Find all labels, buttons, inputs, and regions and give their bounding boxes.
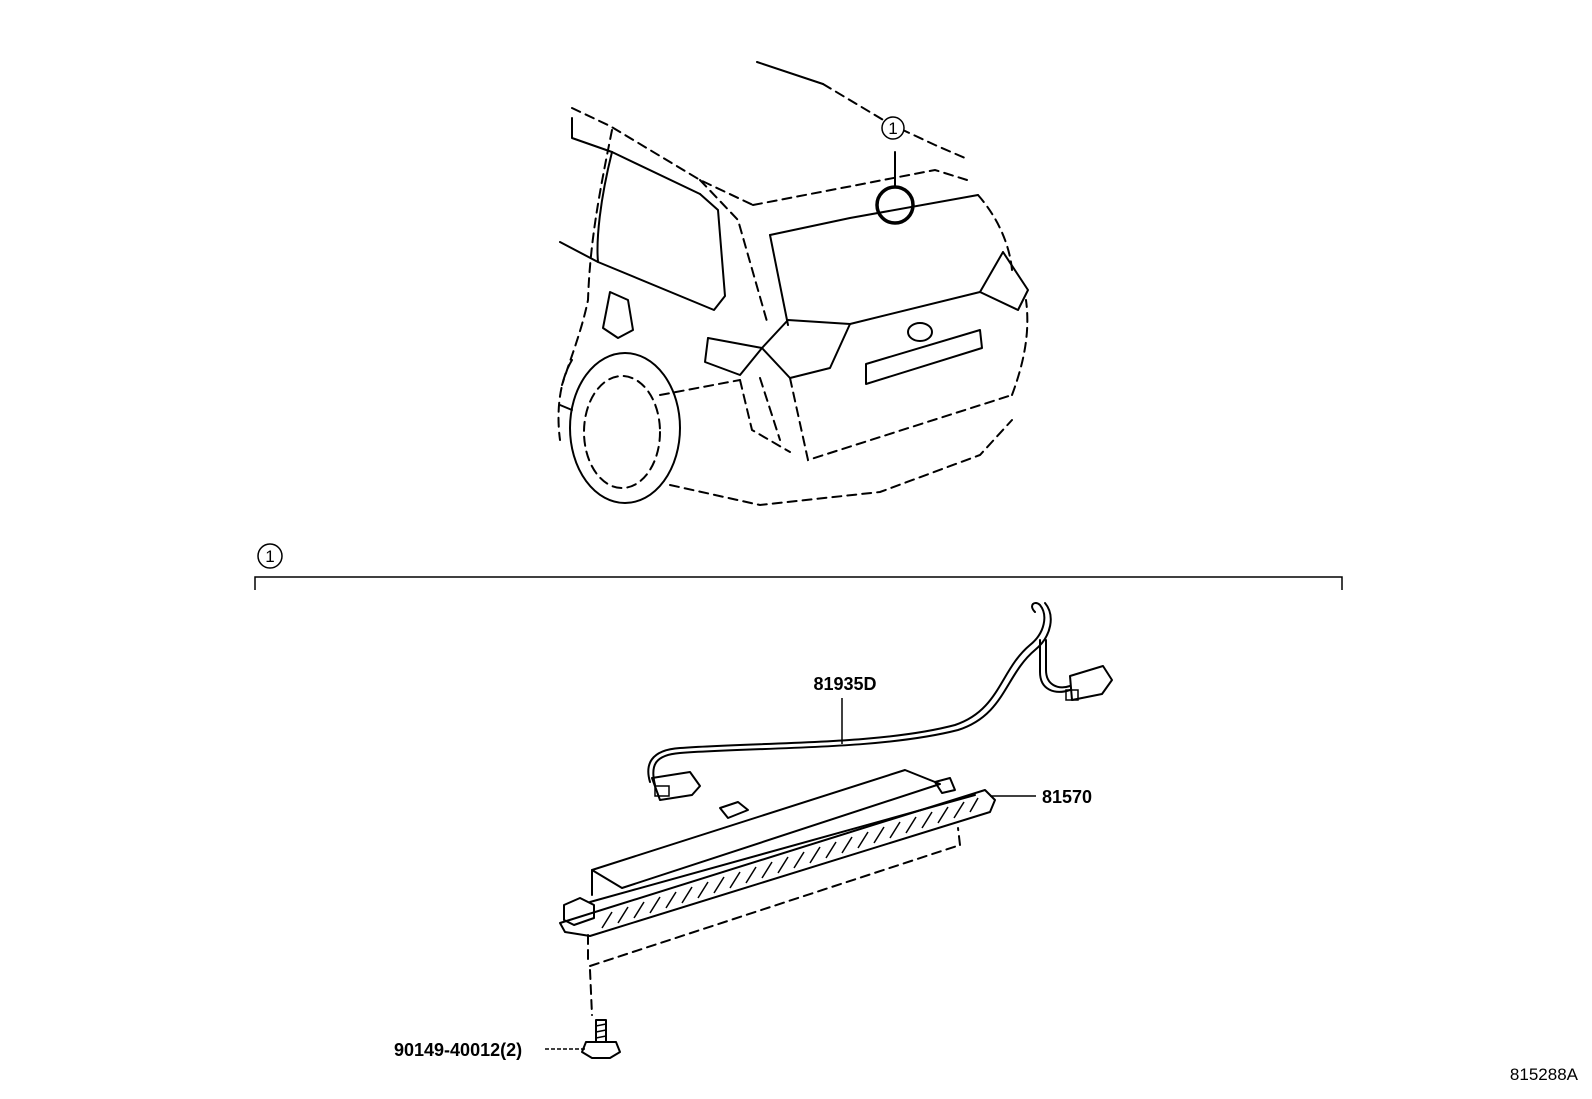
lamp-location-marker bbox=[875, 185, 915, 225]
illustration-code: 815288A bbox=[1510, 1065, 1579, 1084]
wire-harness bbox=[647, 602, 1113, 801]
section-callout-number: 1 bbox=[265, 547, 274, 566]
part-label-screw: 90149-40012(2) bbox=[394, 1040, 522, 1060]
part-label-lamp: 81570 bbox=[1042, 787, 1092, 807]
section-bracket: 1 bbox=[254, 543, 1343, 590]
vehicle-rear-view bbox=[557, 61, 1029, 507]
stop-lamp-assembly bbox=[559, 769, 996, 1016]
part-label-wire: 81935D bbox=[813, 674, 876, 694]
callout-top-number: 1 bbox=[888, 119, 897, 138]
callout-top: 1 bbox=[881, 116, 905, 140]
screw bbox=[581, 1019, 621, 1059]
